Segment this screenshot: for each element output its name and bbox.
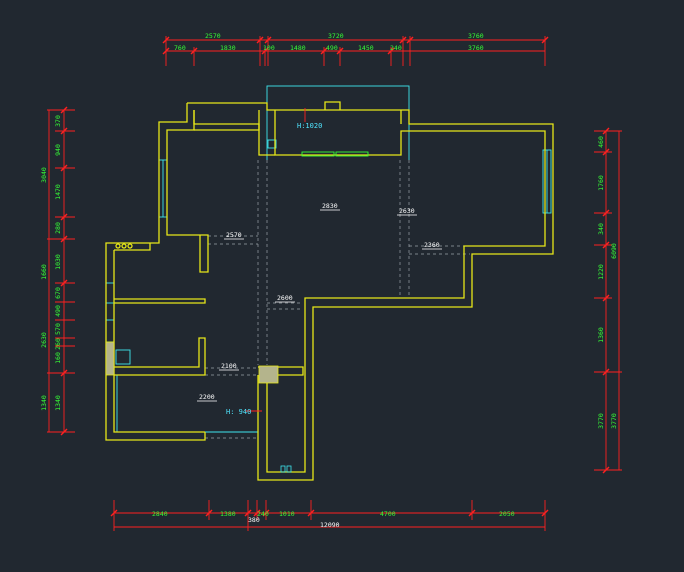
dimension-ticks xyxy=(60,36,610,517)
label-2360: 2360 xyxy=(424,241,440,249)
dim-left-2: 940 xyxy=(54,144,62,156)
dim-top-sub-8: 3760 xyxy=(468,44,484,52)
windows xyxy=(105,85,552,433)
label-2570: 2570 xyxy=(226,231,242,239)
dim-left-outer-2: 1660 xyxy=(40,264,48,280)
dim-top-sub-7: 240 xyxy=(390,44,402,52)
dim-right-5: 1360 xyxy=(597,327,605,343)
dim-bottom-6: 2050 xyxy=(499,510,515,518)
dim-bottom-5: 4700 xyxy=(380,510,396,518)
label-2830: 2830 xyxy=(322,202,338,210)
dim-top-sub-2: 1830 xyxy=(220,44,236,52)
dim-top-3: 3760 xyxy=(468,32,484,40)
dim-left-3: 1470 xyxy=(54,184,62,200)
dim-bottom-total: 12090 xyxy=(320,521,340,529)
dim-left-11: 1340 xyxy=(54,395,62,411)
dim-top-sub-5: 490 xyxy=(326,44,338,52)
dim-bottom-4: 1010 xyxy=(279,510,295,518)
dim-right-6: 3770 xyxy=(597,413,605,429)
dim-left-outer-3: 2630 xyxy=(40,332,48,348)
height-markers xyxy=(245,108,306,412)
dim-left-6: 670 xyxy=(54,287,62,299)
bottom-dimension-text: 2840 1380 240 1010 4700 2050 380 12090 xyxy=(152,510,515,529)
walls xyxy=(105,101,554,481)
label-h940: H: 940 xyxy=(226,408,251,416)
dim-left-7: 490 xyxy=(54,305,62,317)
label-2200: 2200 xyxy=(199,393,215,401)
label-2600: 2600 xyxy=(277,294,293,302)
top-dimension-text: 2570 3720 3760 760 1830 100 1480 490 145… xyxy=(174,32,484,52)
dim-right-4: 1220 xyxy=(597,264,605,280)
dim-right-outer-2: 3770 xyxy=(610,413,618,429)
structural-blocks xyxy=(105,151,369,473)
label-2630: 2630 xyxy=(399,207,415,215)
dim-left-1: 370 xyxy=(54,115,62,127)
dim-right-2: 1760 xyxy=(597,175,605,191)
dim-right-3: 340 xyxy=(597,223,605,235)
dim-top-sub-3: 100 xyxy=(263,44,275,52)
left-dimension-text: 370 940 1470 280 1030 670 490 570 260 16… xyxy=(40,115,62,411)
dim-bottom-partial: 380 xyxy=(248,516,260,524)
label-leaders xyxy=(197,209,442,402)
dim-left-4: 280 xyxy=(54,222,62,234)
dim-left-outer-1: 3040 xyxy=(40,167,48,183)
label-h1020: H:1020 xyxy=(297,122,322,130)
dim-bottom-1: 2840 xyxy=(152,510,168,518)
dim-top-sub-4: 1480 xyxy=(290,44,306,52)
dim-top-1: 2570 xyxy=(205,32,221,40)
dim-top-sub-6: 1450 xyxy=(358,44,374,52)
dim-left-8: 570 xyxy=(54,323,62,335)
dim-bottom-2: 1380 xyxy=(220,510,236,518)
room-labels: H:1020 2830 2630 2570 2360 2600 2100 220… xyxy=(199,122,440,416)
dim-right-outer-1: 6090 xyxy=(610,243,618,259)
dimension-lines xyxy=(47,36,622,531)
dim-bottom-3: 240 xyxy=(257,510,269,518)
dim-left-9: 260 xyxy=(54,338,62,350)
dim-right-1: 460 xyxy=(597,136,605,148)
dim-top-sub-1: 760 xyxy=(174,44,186,52)
dim-left-10: 160 xyxy=(54,352,62,364)
dim-left-5: 1030 xyxy=(54,254,62,270)
dim-top-2: 3720 xyxy=(328,32,344,40)
right-dimension-text: 460 1760 340 1220 1360 3770 6090 3770 xyxy=(597,136,618,429)
dim-left-outer-4: 1340 xyxy=(40,395,48,411)
label-2100: 2100 xyxy=(221,362,237,370)
